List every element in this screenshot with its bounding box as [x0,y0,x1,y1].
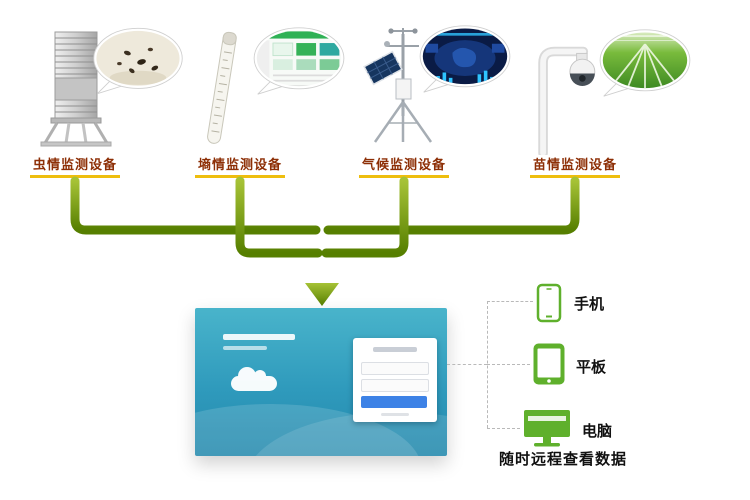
phone-link-line [487,301,533,302]
greenhouse-photo-bubble [599,29,691,97]
client-label-tablet: 平板 [576,359,607,376]
weather-station-image [363,28,433,143]
cloud-platform-screenshot [195,308,447,456]
client-label-computer: 电脑 [582,423,613,440]
insect-photo-bubble [93,27,183,95]
login-panel [353,338,437,422]
soil-dashboard-bubble [253,27,345,95]
climate-dashboard-bubble [419,25,511,93]
password-field[interactable] [361,379,429,392]
platform-headline-text [223,334,295,340]
insect-monitor-image [40,31,112,147]
device-label-climate: 气候监测设备 [349,154,459,178]
platform-subline-text [223,346,267,350]
cloud-graphic [231,367,277,391]
remote-view-caption: 随时远程查看数据 [498,451,627,468]
device-label-soil: 墒情监测设备 [185,154,295,178]
client-label-phone: 手机 [574,296,605,313]
phone-icon [536,283,562,323]
platform-to-clients-link [447,364,487,365]
tablet-link-line [487,364,530,365]
monitor-link-line [487,428,520,429]
device-label-insect: 虫情监测设备 [20,154,130,178]
tablet-icon [533,343,565,385]
monitor-icon [524,410,570,447]
soil-moisture-probe-image [207,31,237,144]
username-field[interactable] [361,362,429,375]
login-footer-text [381,413,409,416]
seedling-camera-image [538,46,596,155]
device-label-seedling: 苗情监测设备 [520,154,630,178]
login-button[interactable] [361,396,427,408]
login-title-text [373,347,417,352]
